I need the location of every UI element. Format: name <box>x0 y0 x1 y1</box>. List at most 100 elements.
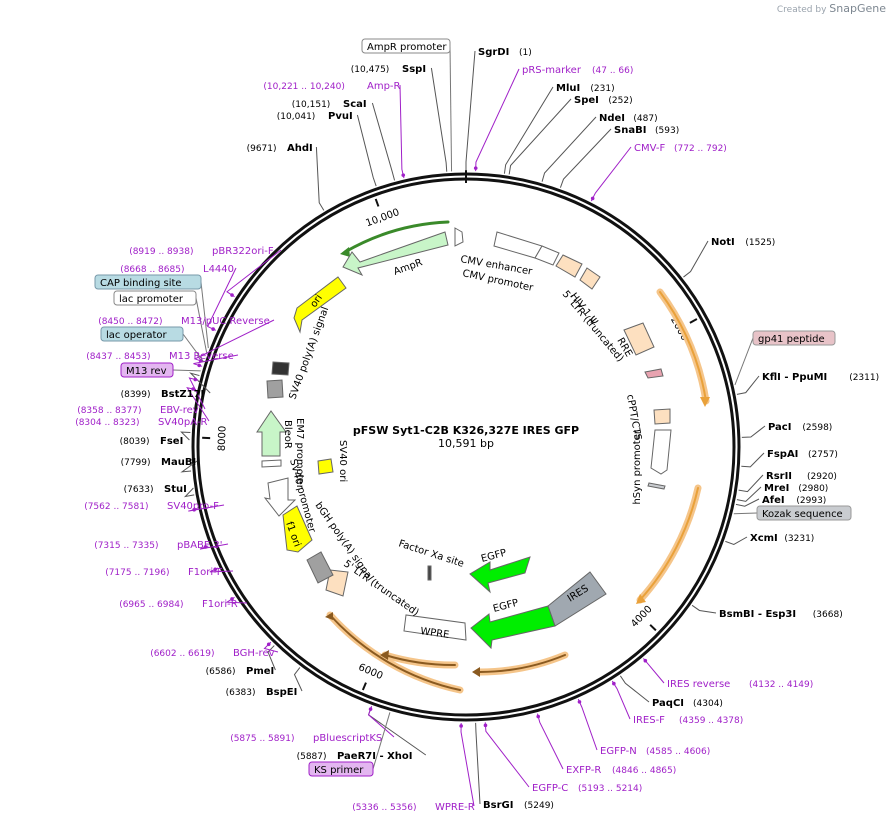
primer-site-2[interactable]: IRES reverse(4132 .. 4149) <box>643 658 814 690</box>
enzyme-leader-11 <box>735 498 760 507</box>
primer-position: (8304 .. 8323) <box>75 418 139 428</box>
enzyme-site-5[interactable]: NotI(1525) <box>711 237 775 248</box>
primer-site-4[interactable]: EGFP-N(4585 .. 4606) <box>577 700 711 757</box>
callout-box <box>120 362 174 378</box>
primer-position: (6602 .. 6619) <box>150 649 214 659</box>
enzyme-site-4[interactable]: SnaBI(593) <box>614 125 679 136</box>
enzyme-name: FspAI <box>767 449 798 460</box>
enzyme-name: NdeI <box>599 113 625 124</box>
enzyme-site-1[interactable]: MluI(231) <box>556 83 615 94</box>
enzyme-site-11[interactable]: AfeI(2993) <box>762 495 826 506</box>
primer-site-5[interactable]: EXFP-R(4846 .. 4865) <box>536 714 676 776</box>
enzyme-site-17[interactable]: (6383)BspEI <box>226 687 298 698</box>
enzyme-leader-21 <box>180 431 191 441</box>
primer-site-16[interactable]: (8437 .. 8453)M13 Reverse <box>86 351 234 368</box>
primer-site-9[interactable]: (6602 .. 6619)BGH-rev <box>150 642 275 659</box>
enzyme-site-13[interactable]: BsmBI - Esp3I(3668) <box>719 609 843 620</box>
primer-leader-6 <box>484 722 530 788</box>
feature-callout-7[interactable]: M13 rev <box>120 362 174 378</box>
arc-ampr-region <box>343 220 450 254</box>
feature-callout-1[interactable]: gp41 peptide <box>752 330 836 346</box>
callout-box <box>361 38 451 54</box>
enzyme-site-25[interactable]: (10,151)ScaI <box>292 99 367 110</box>
primer-position: (8450 .. 8472) <box>98 317 162 327</box>
primer-site-15[interactable]: (8358 .. 8377)EBV-rev <box>77 377 199 416</box>
arc-lower-3-core <box>329 614 461 691</box>
primer-site-20[interactable]: (10,221 .. 10,240)Amp-R <box>263 81 406 177</box>
arc-lower-1 <box>476 651 569 676</box>
primer-marker <box>203 545 208 549</box>
enzyme-site-15[interactable]: BsrGI(5249) <box>483 800 554 811</box>
primer-site-19[interactable]: (8919 .. 8938)pBR322ori-F <box>129 246 274 297</box>
primer-position: (47 .. 66) <box>592 66 633 76</box>
enzyme-site-22[interactable]: (8399)BstZ17I <box>121 389 205 400</box>
enzyme-leader-4 <box>559 128 612 188</box>
primer-site-18[interactable]: (8668 .. 8685) L4440 <box>120 264 234 331</box>
primer-site-3[interactable]: IRES-F(4359 .. 4378) <box>612 681 743 726</box>
primer-marker <box>198 358 203 363</box>
primer-site-6[interactable]: EGFP-C(5193 .. 5214) <box>483 723 643 794</box>
label-5ltr-bottom: 5' LTR (truncated) <box>341 558 421 618</box>
enzyme-site-7[interactable]: PacI(2598) <box>768 422 832 433</box>
primer-name: IRES-F <box>633 715 665 726</box>
feature-ori <box>293 276 347 334</box>
enzyme-position: (1525) <box>745 238 775 248</box>
enzyme-position: (10,041) <box>277 112 316 122</box>
feature-callout-3[interactable]: KS primer <box>308 761 374 777</box>
primer-site-12[interactable]: (7315 .. 7335)pBABE 3' <box>94 540 222 551</box>
feature-callout-0[interactable]: AmpR promoter <box>361 38 451 54</box>
primer-name: L4440 <box>203 264 234 275</box>
snapgene-credit: Created by SnapGene <box>777 2 886 15</box>
feature-callout-6[interactable]: lac operator <box>100 326 184 342</box>
enzyme-site-9[interactable]: RsrII(2920) <box>766 471 837 482</box>
enzyme-name: MluI <box>556 83 580 94</box>
enzyme-site-10[interactable]: MreI(2980) <box>764 483 828 494</box>
enzyme-leader-10 <box>736 486 762 502</box>
enzyme-site-19[interactable]: (7633)StuI <box>124 484 187 495</box>
enzyme-leader-25 <box>371 102 396 181</box>
primer-site-14[interactable]: (8304 .. 8323) SV40pA-R <box>75 387 207 428</box>
enzyme-site-14[interactable]: PaqCI(4304) <box>652 698 723 709</box>
primer-marker <box>230 597 234 601</box>
label-ampr: AmpR <box>392 257 424 278</box>
callout-label: lac promoter <box>119 294 184 305</box>
enzyme-site-0[interactable]: SgrDI(1) <box>478 47 532 58</box>
primer-position: (8668 .. 8685) <box>120 265 184 275</box>
arc-lower-2-core <box>384 654 456 667</box>
enzyme-site-26[interactable]: (10,475)SspI <box>351 64 426 75</box>
callout-label: lac operator <box>106 330 167 341</box>
bp-tick-2 <box>361 682 367 691</box>
primer-name: EGFP-N <box>600 746 637 757</box>
enzyme-site-6[interactable]: KflI - PpuMI(2311) <box>762 372 879 383</box>
label-sv40-polya: SV40 poly(A) signal <box>287 305 331 401</box>
feature-callout-4[interactable]: CAP binding site <box>94 274 202 290</box>
primer-site-8[interactable]: (5875 .. 5891)pBluescriptKS <box>230 707 382 744</box>
feature-callout-5[interactable]: lac promoter <box>113 290 197 306</box>
primer-name: SV40pA-R <box>158 417 207 428</box>
primer-site-1[interactable]: CMV-F(772 .. 792) <box>590 143 727 201</box>
enzyme-site-3[interactable]: NdeI(487) <box>599 113 658 124</box>
enzyme-site-23[interactable]: (9671)AhdI <box>247 143 313 154</box>
primer-site-17[interactable]: (8450 .. 8472)M13/pUC Reverse <box>98 316 270 363</box>
enzyme-position: (7633) <box>124 485 154 495</box>
enzyme-site-16[interactable]: (5887)PaeR7I - XhoI <box>297 751 413 762</box>
primer-site-0[interactable]: pRS-marker(47 .. 66) <box>473 65 633 170</box>
primer-marker <box>230 293 234 297</box>
primer-site-7[interactable]: (5336 .. 5356)WPRE-R <box>352 724 475 813</box>
enzyme-site-2[interactable]: SpeI(252) <box>574 95 633 106</box>
enzyme-site-24[interactable]: (10,041)PvuI <box>277 111 353 122</box>
enzyme-site-18[interactable]: (6586)PmeI <box>206 666 275 677</box>
primer-marker <box>577 700 582 704</box>
feature-callout-2[interactable]: Kozak sequence <box>756 505 852 521</box>
enzyme-site-12[interactable]: XcmI(3231) <box>750 533 814 544</box>
primer-site-10[interactable]: (6965 .. 6984)F1ori-R <box>119 597 238 610</box>
callout-leader <box>449 45 453 172</box>
feature-sv40-promoter <box>263 477 297 517</box>
enzyme-site-20[interactable]: (7799)MauBI <box>121 457 197 468</box>
arrowhead-lower2 <box>380 650 389 660</box>
enzyme-site-21[interactable]: (8039)FseI <box>120 436 184 447</box>
enzyme-site-8[interactable]: FspAI(2757) <box>767 449 838 460</box>
enzyme-position: (6586) <box>206 667 236 677</box>
primer-site-13[interactable]: (7562 .. 7581)SV40pro-F <box>84 501 219 512</box>
primer-site-11[interactable]: (7175 .. 7196)F1ori-F <box>105 567 223 578</box>
